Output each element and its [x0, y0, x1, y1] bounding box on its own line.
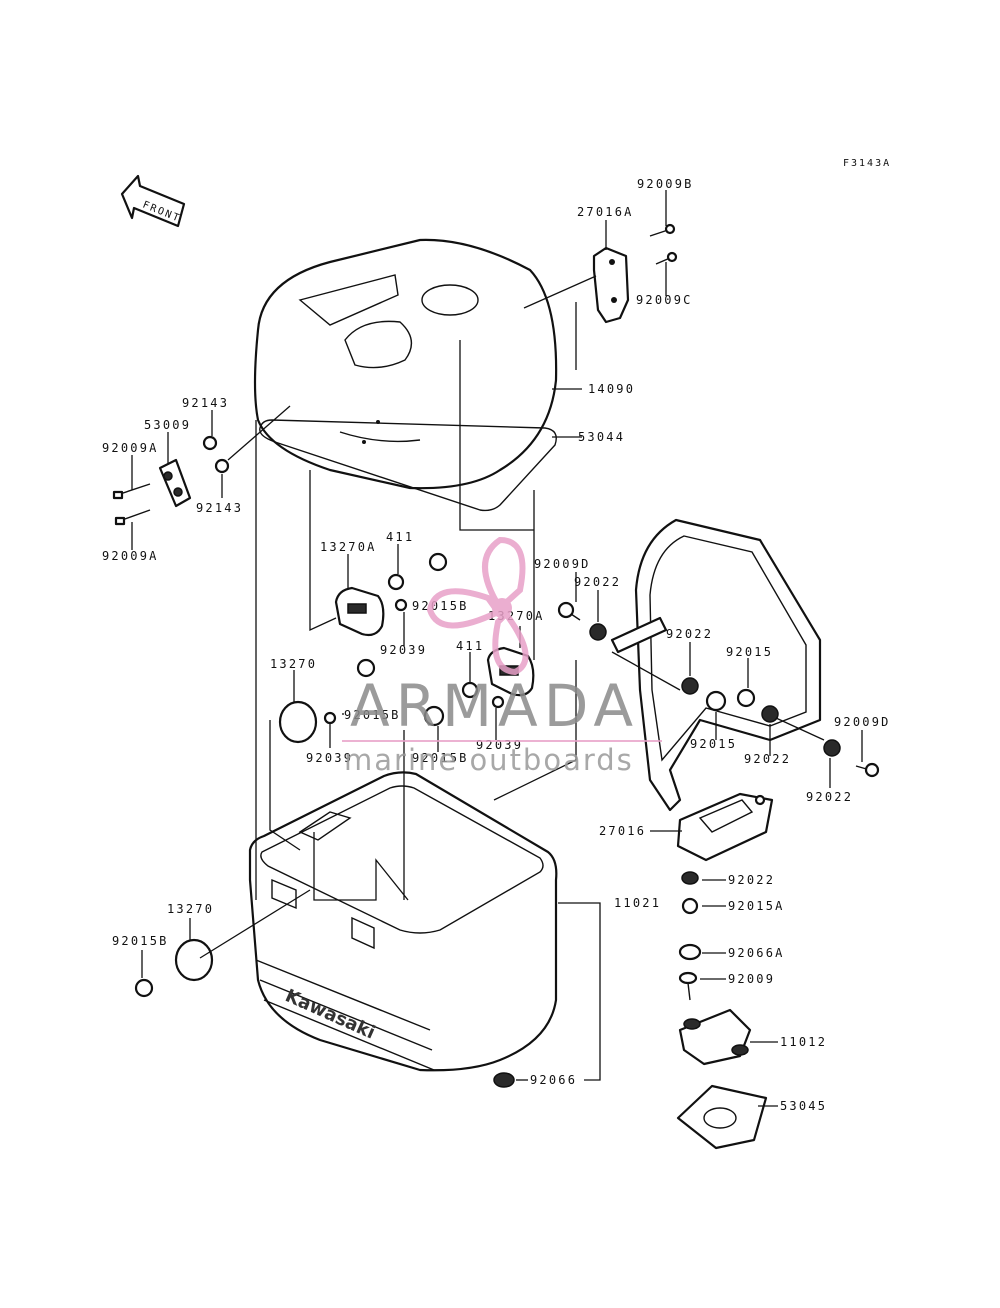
label-92015B-bottom: 92015B	[112, 934, 169, 948]
grab-bar-part	[610, 518, 822, 812]
screw-92009B-part	[649, 223, 676, 237]
armada-watermark: ARMADA marine outboards	[342, 536, 662, 777]
washer-411-left-part	[387, 573, 405, 591]
screw-92009A-bottom-part	[114, 509, 151, 526]
label-411-left: 411	[386, 530, 414, 544]
label-13270-bottom: 13270	[167, 902, 214, 916]
plug-92066-part	[493, 1072, 515, 1088]
label-92009A-bottom: 92009A	[102, 549, 159, 563]
gasket-53045-part	[676, 1084, 768, 1150]
seat-gasket-part	[259, 419, 557, 512]
washer-92022-b-part	[681, 677, 699, 695]
hinge-53009-part	[158, 458, 192, 508]
nut-92015A-part	[681, 897, 699, 915]
label-92009D-right: 92009D	[834, 715, 891, 729]
label-92009: 92009	[728, 972, 775, 986]
label-92066A: 92066A	[728, 946, 785, 960]
label-92022-a: 92022	[574, 575, 621, 589]
nut-92015B-low-part	[423, 705, 445, 727]
mount-11012-part	[678, 1008, 752, 1066]
nut-92015B-left-part	[356, 658, 376, 678]
bolt-92009D-right-part	[855, 762, 880, 778]
label-11012: 11012	[780, 1035, 827, 1049]
label-92015-a: 92015	[726, 645, 773, 659]
label-92009A-top: 92009A	[102, 441, 159, 455]
watermark-title: ARMADA	[350, 672, 639, 740]
screw-92009A-top-part	[112, 483, 151, 500]
screw-92009C-part	[655, 251, 678, 265]
screw-92009-part	[678, 971, 698, 1001]
drawing-code: F3143A	[843, 158, 891, 169]
label-53044: 53044	[578, 430, 625, 444]
washer-92022-e-part	[681, 871, 699, 885]
hinge-27016A-part	[592, 246, 630, 324]
watermark-subtitle: marine outboards	[344, 743, 634, 777]
part-labels: 92009B 27016A 92009C 14090 53044 92143 5…	[102, 177, 891, 1113]
washer-92022-c-part	[761, 705, 779, 723]
label-92022-b: 92022	[666, 627, 713, 641]
washer-92022-a-part	[589, 623, 607, 641]
nut-92039-low-part	[323, 711, 337, 725]
label-411-right: 411	[456, 639, 484, 653]
nut-92015-a-part	[736, 688, 756, 708]
label-92009D-top: 92009D	[534, 557, 591, 571]
label-13270A-left: 13270A	[320, 540, 377, 554]
label-92039-left: 92039	[380, 643, 427, 657]
bolt-92009D-top-part	[557, 601, 581, 621]
label-11021: 11021	[614, 896, 661, 910]
disc-13270-bottom-part	[174, 938, 214, 982]
label-92022-d: 92022	[806, 790, 853, 804]
label-92015B-low: 92015B	[412, 751, 469, 765]
label-92022-e: 92022	[728, 873, 775, 887]
label-53009: 53009	[144, 418, 191, 432]
label-27016: 27016	[599, 824, 646, 838]
label-92015-b: 92015	[690, 737, 737, 751]
disc-13270-left-part	[278, 700, 318, 744]
nut-92015B-bottom-part	[134, 978, 154, 998]
bracket-27016-part	[676, 792, 774, 862]
label-92015B-left: 92015B	[344, 708, 401, 722]
label-92066: 92066	[530, 1073, 577, 1087]
label-53045: 53045	[780, 1099, 827, 1113]
label-92015B-mid: 92015B	[412, 599, 469, 613]
collar-92143-top-part	[202, 435, 218, 451]
label-92039-low: 92039	[306, 751, 353, 765]
nut-92039-right-part	[491, 695, 505, 709]
label-92022-c: 92022	[744, 752, 791, 766]
collar-92143-bottom-part	[214, 458, 230, 474]
cap-92066A-part	[678, 943, 702, 961]
seat-base-part: Kawasaki	[248, 771, 558, 1072]
label-27016A: 27016A	[577, 205, 634, 219]
label-92015A: 92015A	[728, 899, 785, 913]
nut-92039-left-part	[394, 598, 408, 612]
washer-92022-d-part	[823, 739, 841, 757]
label-13270-left: 13270	[270, 657, 317, 671]
propeller-logo-icon	[426, 536, 529, 676]
label-14090: 14090	[588, 382, 635, 396]
label-92143-top: 92143	[182, 396, 229, 410]
nut-92015-b-part	[705, 690, 727, 712]
washer-411-right-part	[461, 681, 479, 699]
label-92009C: 92009C	[636, 293, 693, 307]
label-92143-bottom: 92143	[196, 501, 243, 515]
plate-13270A-left-part	[334, 586, 385, 637]
label-92009B: 92009B	[637, 177, 694, 191]
front-arrow-icon: FRONT	[120, 174, 186, 228]
nut-92015B-mid-part	[428, 552, 448, 572]
